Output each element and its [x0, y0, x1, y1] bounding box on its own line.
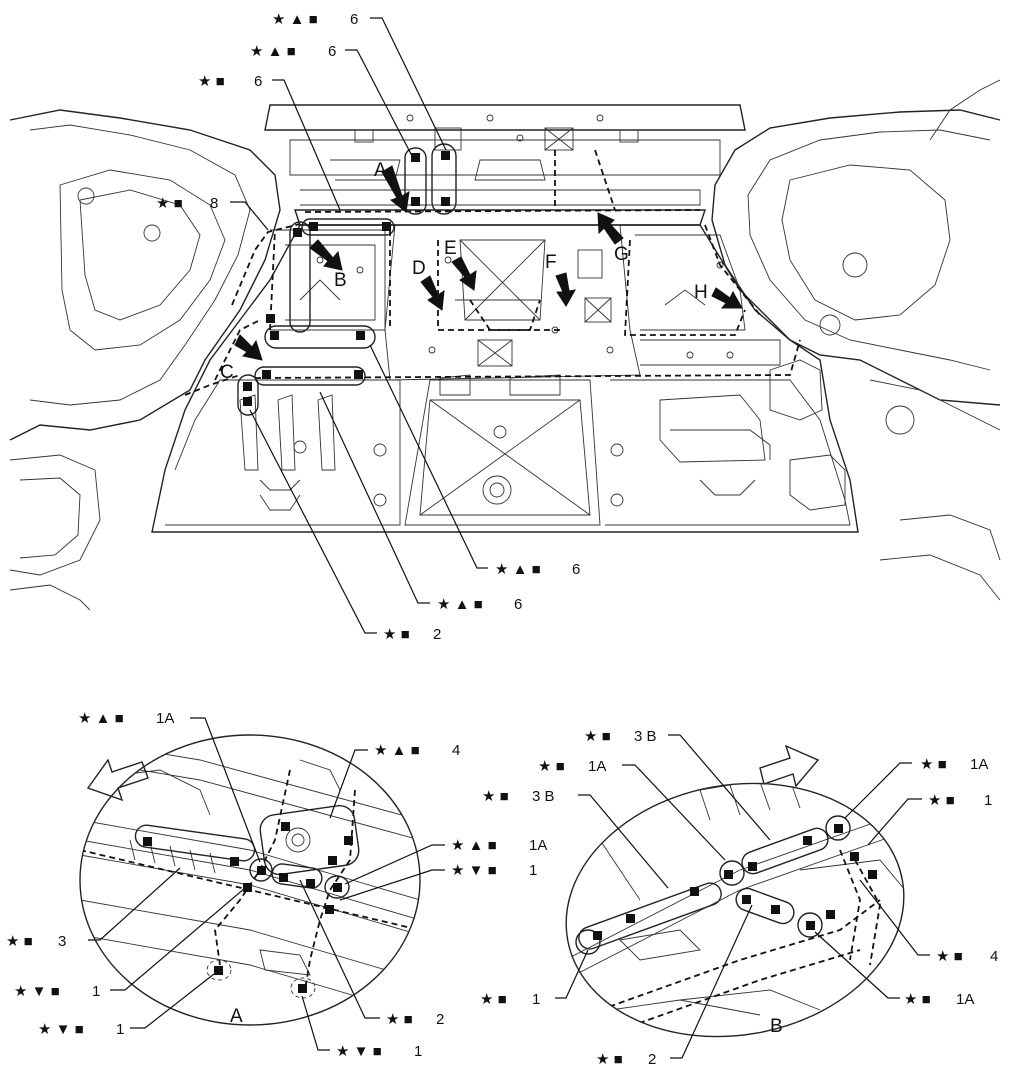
area-letter-b: B — [334, 270, 347, 291]
area-letter-a: A — [374, 160, 387, 181]
detail-b-callouts: ★ ■ 3 B ★ ■ 1A ★ ■ 3 B ★ ■ 1A ★ ■ 1 ★ ■ … — [480, 728, 998, 1068]
callout-number: 8 — [210, 195, 218, 212]
rear-crossmember — [264, 104, 746, 226]
detail-view-b: B ★ ■ 3 B ★ ■ 1A ★ ■ 3 B ★ ■ 1A ★ ■ 1 ★ … — [480, 728, 998, 1068]
callout-number: 6 — [514, 596, 522, 613]
sealer-dashed-outlines — [184, 149, 801, 396]
area-letters: A B C D E F G H — [220, 160, 708, 383]
callout-label: ★ ▼ ■ — [14, 983, 60, 1000]
callout-number: 1A — [156, 710, 174, 727]
callout-label: ★ ■ — [584, 728, 611, 745]
callout-label: ★ ■ — [904, 991, 931, 1008]
callout-number: 6 — [328, 43, 336, 60]
callout-number: 1 — [116, 1021, 124, 1038]
area-letter-d: D — [412, 258, 426, 279]
detail-a-callouts: ★ ▲ ■ 1A ★ ▲ ■ 4 ★ ▲ ■ 1A ★ ▼ ■ 1 ★ ■ 3 … — [6, 710, 547, 1060]
callout-label: ★ ▲ ■ — [250, 43, 296, 60]
callout-number: 1A — [529, 837, 547, 854]
area-letter-e: E — [444, 238, 457, 259]
callout-label: ★ ■ — [383, 626, 410, 643]
callout-number: 1 — [529, 862, 537, 879]
main-floor-view: A B C D E F G H ★ ▲ ■ 6 ★ ▲ ■ 6 ★ ■ 6 — [9, 11, 1001, 643]
callout-label: ★ ■ — [928, 792, 955, 809]
callout-label: ★ ■ — [198, 73, 225, 90]
weld-zone-outlines — [237, 143, 457, 416]
area-letter-g: G — [614, 244, 629, 265]
area-letter-c: C — [220, 362, 234, 383]
callout-label: ★ ▲ ■ — [272, 11, 318, 28]
callout-label: ★ ■ — [920, 756, 947, 773]
detail-view-a: A ★ ▲ ■ 1A ★ ▲ ■ 4 ★ ▲ ■ 1A ★ ▼ ■ 1 ★ ■ … — [6, 710, 547, 1060]
callout-number: 2 — [648, 1051, 656, 1068]
callout-number: 1A — [588, 758, 606, 775]
callout-label: ★ ▲ ■ — [437, 596, 483, 613]
callout-number: 3 B — [532, 788, 555, 805]
callout-label: ★ ■ — [482, 788, 509, 805]
callout-label: ★ ▼ ■ — [451, 862, 497, 879]
callout-label: ★ ▲ ■ — [78, 710, 124, 727]
floor-panel — [151, 224, 859, 533]
callout-number: 6 — [350, 11, 358, 28]
callout-label: ★ ■ — [538, 758, 565, 775]
left-wheelhouse — [9, 109, 281, 611]
callout-number: 6 — [572, 561, 580, 578]
main-spot-welds — [243, 151, 450, 406]
callout-number: 1A — [970, 756, 988, 773]
top-callouts: ★ ▲ ■ 6 ★ ▲ ■ 6 ★ ■ 6 ★ ■ 8 ★ ▲ ■ 6 ★ ▲ … — [156, 11, 580, 643]
detail-b-caption: B — [770, 1016, 783, 1037]
callout-label: ★ ■ — [6, 933, 33, 950]
callout-number: 2 — [433, 626, 441, 643]
callout-number: 1 — [532, 991, 540, 1008]
callout-label: ★ ■ — [386, 1011, 413, 1028]
callout-number: 6 — [254, 73, 262, 90]
callout-number: 2 — [436, 1011, 444, 1028]
callout-number: 4 — [452, 742, 460, 759]
detail-b-spot-welds — [593, 824, 877, 940]
detail-a-caption: A — [230, 1006, 243, 1027]
callout-number: 1 — [414, 1043, 422, 1060]
callout-label: ★ ▼ ■ — [336, 1043, 382, 1060]
callout-label: ★ ■ — [156, 195, 183, 212]
detail-a-spot-welds — [143, 822, 353, 993]
area-letter-f: F — [545, 252, 557, 273]
callout-label: ★ ▲ ■ — [374, 742, 420, 759]
callout-number: 1A — [956, 991, 974, 1008]
callout-label: ★ ■ — [480, 991, 507, 1008]
callout-label: ★ ▼ ■ — [38, 1021, 84, 1038]
callout-number: 4 — [990, 948, 998, 965]
callout-label: ★ ■ — [596, 1051, 623, 1068]
direction-arrows — [234, 165, 743, 361]
callout-label: ★ ▲ ■ — [451, 837, 497, 854]
right-wheelhouse — [711, 79, 1001, 601]
callout-number: 3 B — [634, 728, 657, 745]
callout-number: 3 — [58, 933, 66, 950]
area-letter-h: H — [694, 282, 708, 303]
callout-label: ★ ■ — [936, 948, 963, 965]
top-leader-lines — [230, 17, 488, 634]
callout-label: ★ ▲ ■ — [495, 561, 541, 578]
callout-number: 1 — [984, 792, 992, 809]
callout-number: 1 — [92, 983, 100, 1000]
